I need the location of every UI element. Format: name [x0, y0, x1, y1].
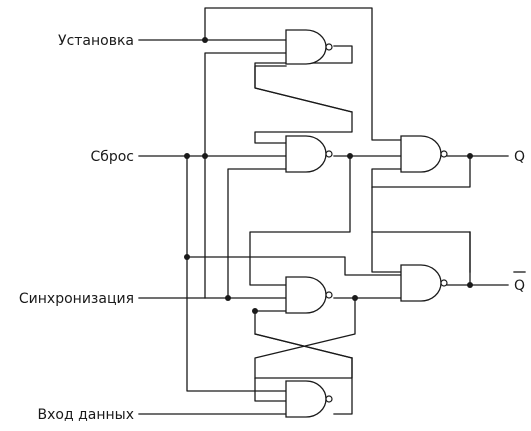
internal-wires: [186, 7, 471, 415]
nand-gate-3: [285, 276, 333, 314]
label-q-bar: Q: [514, 278, 525, 294]
label-data: Вход данных: [38, 407, 135, 423]
label-set: Установка: [58, 33, 134, 49]
label-clock: Синхронизация: [19, 291, 134, 307]
nand-gate-2: [285, 135, 333, 173]
nand-gate-1: [285, 29, 333, 65]
label-q: Q: [514, 149, 525, 165]
io-wires: [138, 39, 509, 415]
junctions: [184, 37, 473, 314]
label-reset: Сброс: [90, 149, 134, 165]
nand-gate-5: [400, 135, 448, 173]
nand-gate-6: [400, 264, 448, 302]
nand-gate-4: [285, 380, 333, 418]
